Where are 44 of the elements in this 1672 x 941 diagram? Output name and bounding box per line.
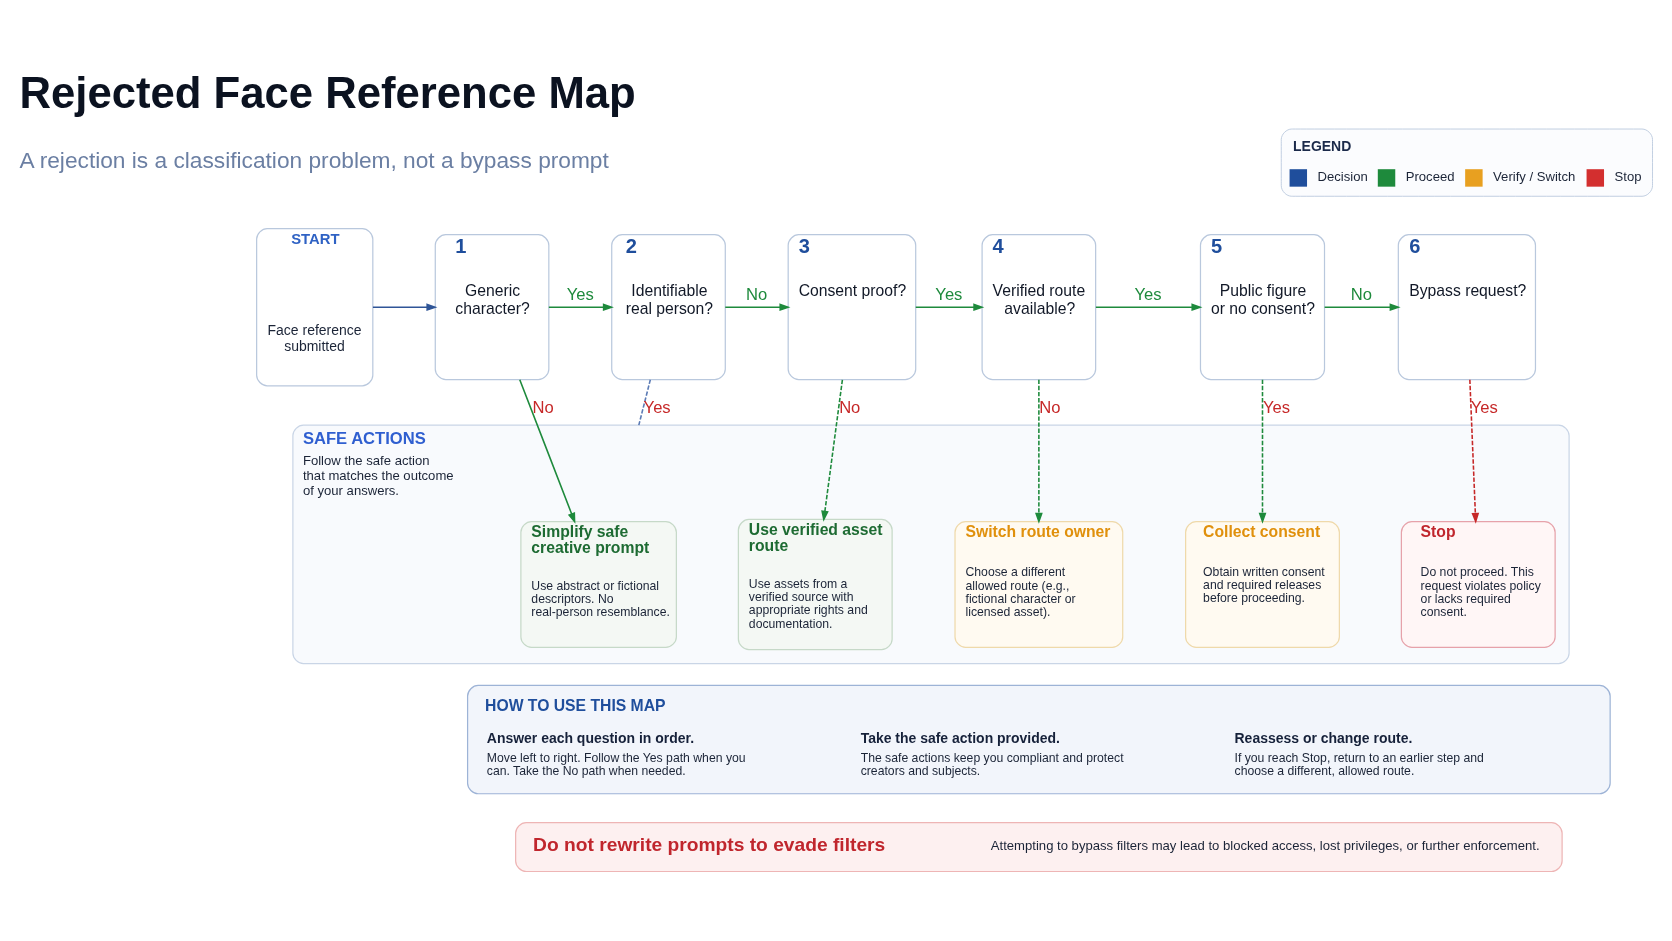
legend-label: Verify / Switch xyxy=(1493,168,1576,184)
node-box: 4 Verified route available? xyxy=(981,233,1097,380)
arrow xyxy=(1469,378,1480,524)
node-box: 2 Identifiable real person? xyxy=(611,233,726,380)
legend-label: Proceed xyxy=(1405,168,1455,184)
node-box: Use verified asset route Use assets from a verified source with appropriate rights and documentation. xyxy=(737,518,893,650)
connector xyxy=(638,378,652,426)
edge-label: Yes xyxy=(935,284,963,304)
node-box: Do not rewrite prompts to evade filters Attempting to bypass filters may lead to blocked access, lost privileges, or further enforcement. xyxy=(515,821,1563,872)
node-box: Switch route owner Choose a different allowed route (e.g., fictional character or licensed asset). xyxy=(954,520,1124,648)
edge-label: No xyxy=(532,397,554,417)
node-box: START Face reference submitted xyxy=(256,227,374,386)
edge-label: Yes xyxy=(1262,397,1290,417)
arrow xyxy=(1035,378,1043,524)
node-box: Simplify safe creative prompt Use abstract or fictional descriptors. No real-person resemblance. xyxy=(520,520,677,648)
edge-label: Yes xyxy=(566,284,594,304)
node-box: 3 Consent proof? xyxy=(787,233,917,380)
edge-label: Yes xyxy=(643,397,671,417)
arrow xyxy=(821,378,844,522)
arrow xyxy=(548,302,614,311)
node-box: 1 Generic character? xyxy=(434,233,550,380)
edge-label: Yes xyxy=(1134,284,1162,304)
node-box: Stop Do not proceed. This request violates policy or lacks required consent. xyxy=(1400,520,1556,648)
arrow xyxy=(1095,302,1203,311)
node-box: Collect consent Obtain written consent and required releases before proceeding. xyxy=(1185,520,1340,648)
node-box: HOW TO USE THIS MAP Answer each question in order. Move left to right. Follow the Yes path when you can. Take the No path when needed. Take the safe action provided. The safe actions keep you compliant and protect creators and subjects. Reassess or change route. If you reach Stop, return to an earlier step and choose a different, allowed route. xyxy=(467,684,1611,794)
legend-label: Stop xyxy=(1614,168,1642,184)
legend-label: Decision xyxy=(1317,168,1368,184)
arrow xyxy=(724,302,791,311)
node-box: 6 Bypass request? xyxy=(1397,233,1537,380)
edge-label: Yes xyxy=(1470,397,1498,417)
label: A rejection is a classification problem, not a bypass prompt xyxy=(19,146,609,173)
node-box: 5 Public figure or no consent? xyxy=(1199,233,1326,380)
edge-label: No xyxy=(746,284,768,304)
edge-label: No xyxy=(1350,284,1373,304)
arrow xyxy=(914,302,985,311)
diagram-title: Rejected Face Reference Map xyxy=(19,67,636,117)
arrow xyxy=(1258,378,1267,524)
edge-label: No xyxy=(839,397,861,417)
arrow xyxy=(519,378,576,524)
label: LEGEND xyxy=(1293,137,1352,154)
arrow xyxy=(372,302,438,311)
edge-label: No xyxy=(1039,397,1061,417)
arrow xyxy=(1323,302,1401,311)
